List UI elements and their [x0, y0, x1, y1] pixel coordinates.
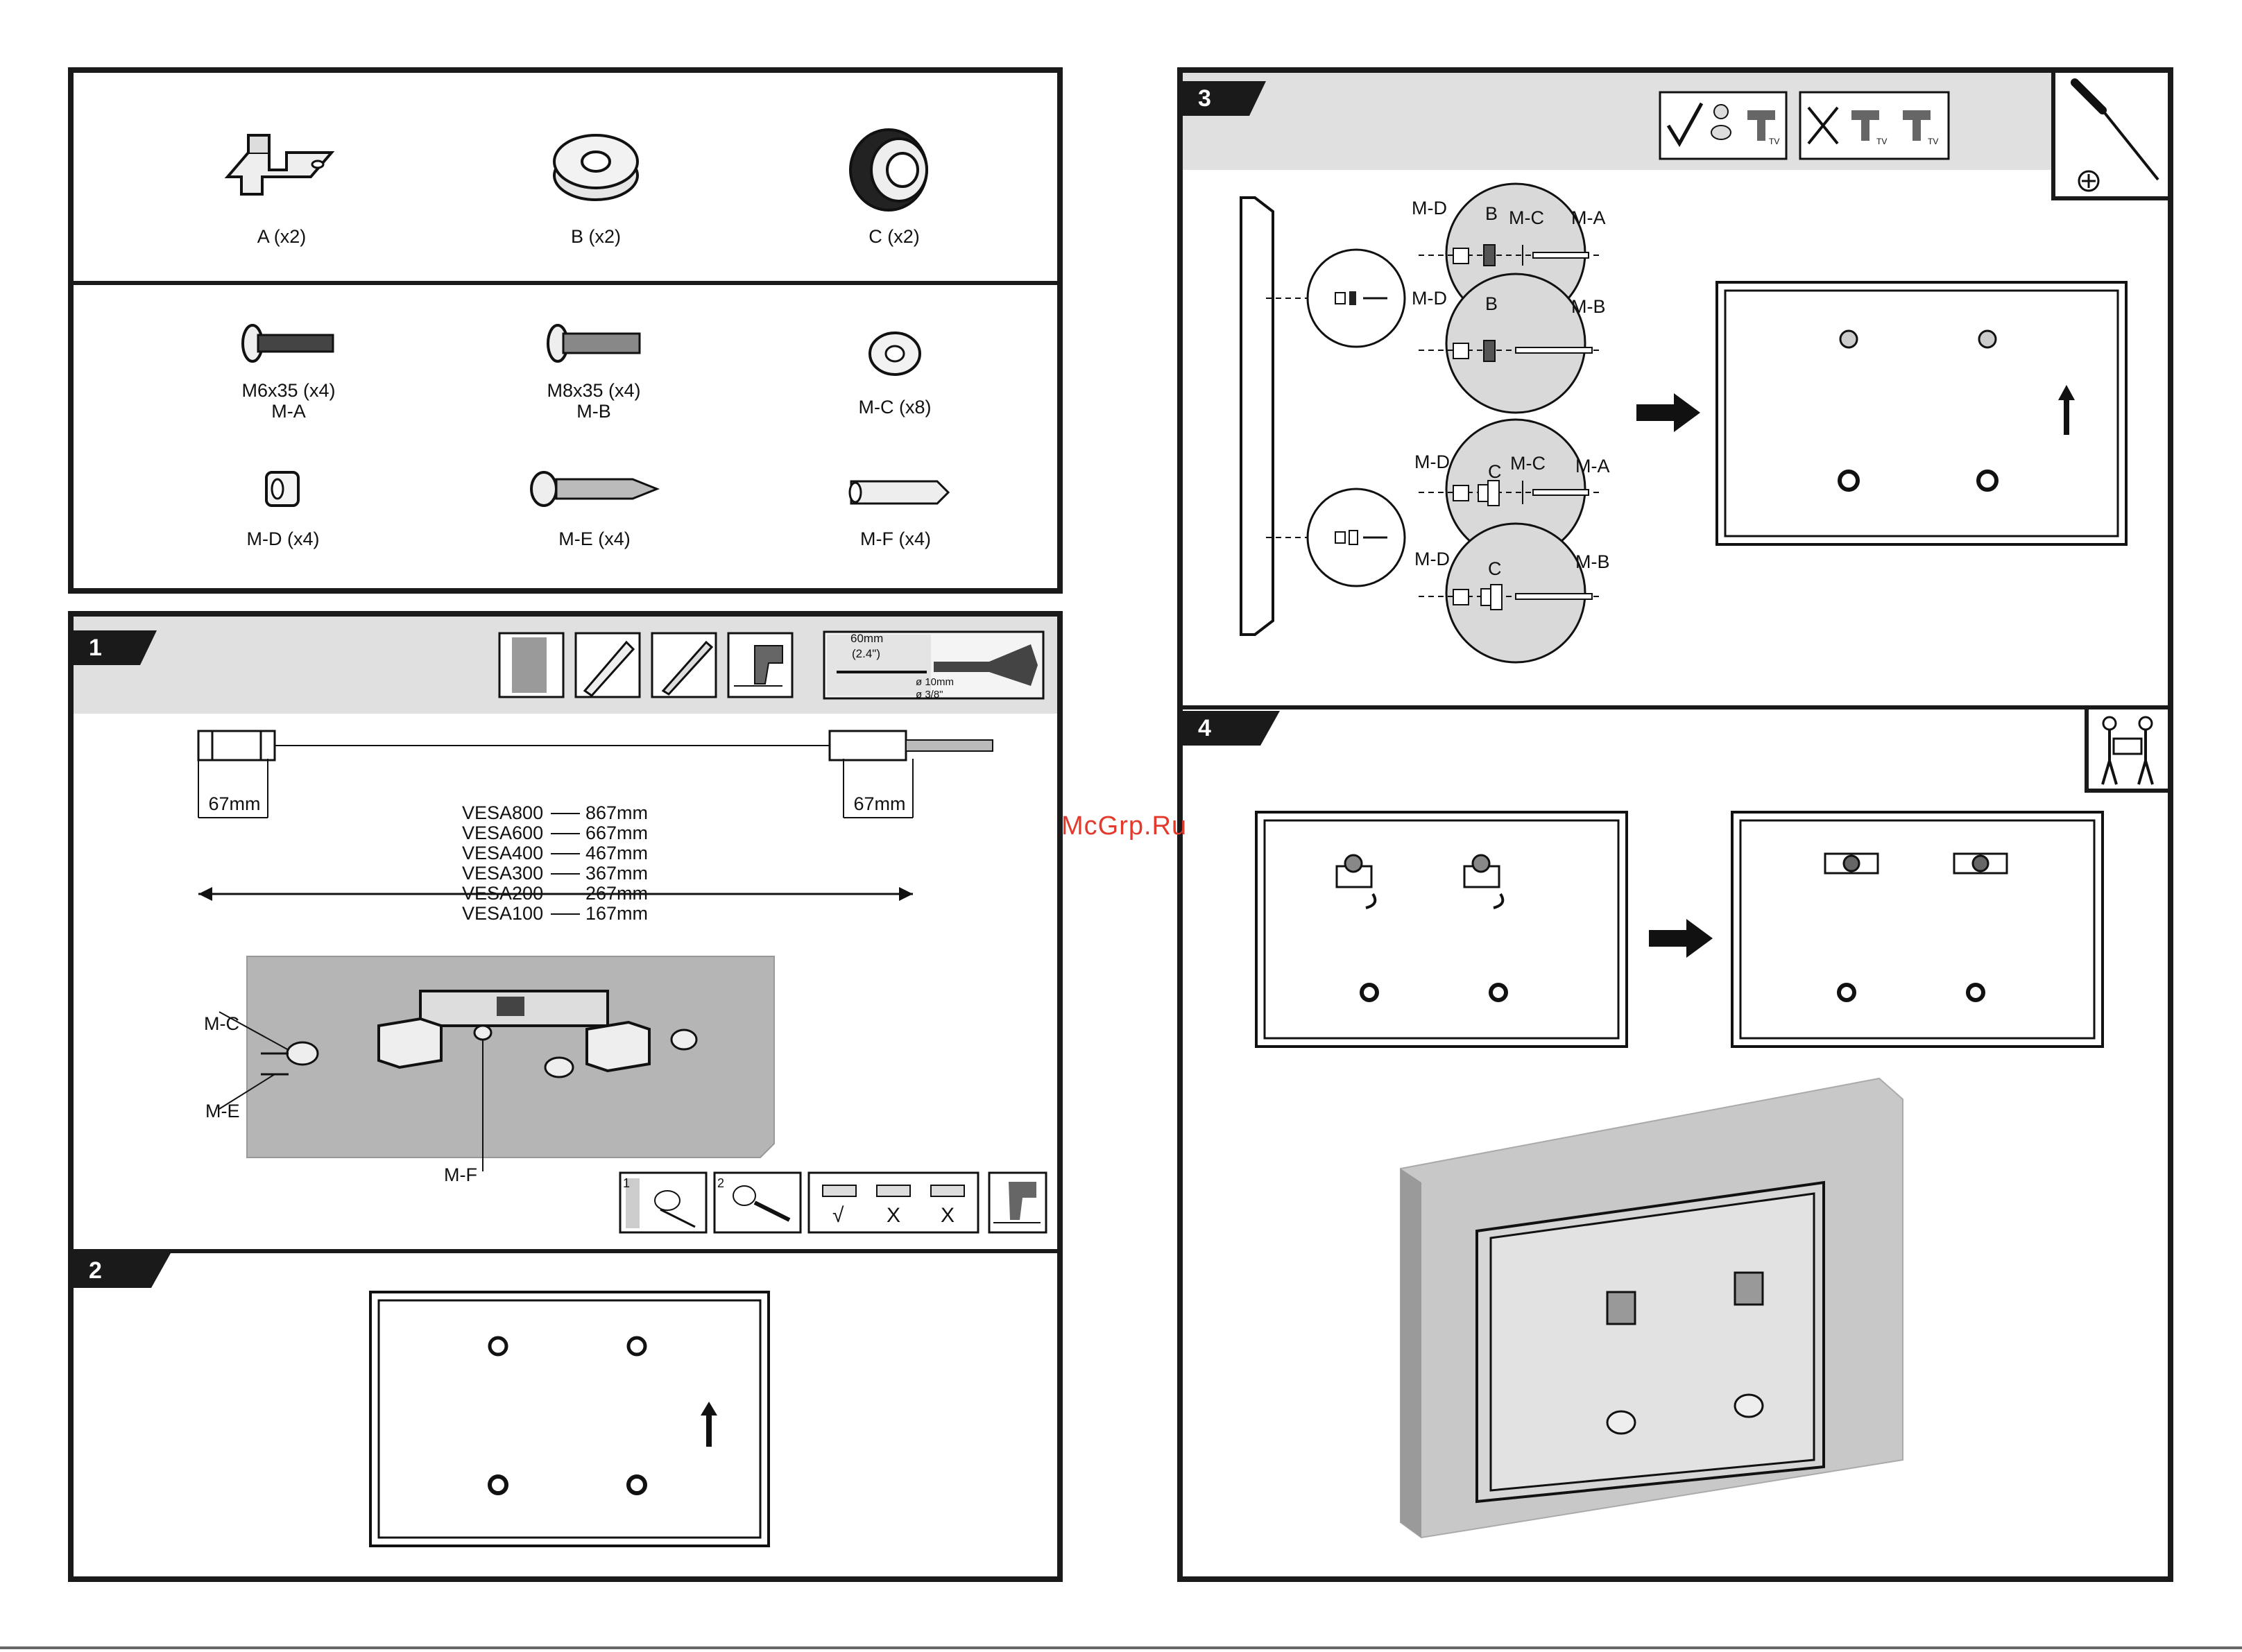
s3-bot-md2: M-D: [1414, 549, 1450, 569]
part-a-label: A (x2): [257, 226, 307, 247]
offset-right-label: 67mm: [853, 793, 906, 814]
tv-on-wall-illustration: [1400, 1077, 1903, 1539]
s3-top-b2: B: [1485, 293, 1498, 314]
screwdriver-icon: [2071, 78, 2159, 192]
step3-detail-circles: [1266, 248, 1406, 587]
hint-level-icon: [807, 1171, 979, 1234]
step3-large-circles: [1419, 182, 1599, 664]
drill-dia-in: ø 3/8": [916, 689, 943, 700]
s3-bot-md1: M-D: [1414, 451, 1450, 472]
pencil-icon: [651, 632, 717, 698]
s3-bot-mb2: M-B: [1575, 551, 1610, 572]
step4-number: 4: [1183, 711, 1280, 746]
drill-depth-in: (2.4"): [852, 647, 880, 660]
bracket-spacing-diagram: [197, 730, 993, 901]
part-b-label: B (x2): [570, 226, 621, 247]
level-tool-icon: [574, 632, 641, 698]
part-m-c-label: M-C (x8): [858, 397, 932, 418]
page-bottom-rule: [0, 1646, 2242, 1649]
offset-left-label: 67mm: [208, 793, 261, 814]
s3-top-b1: B: [1485, 203, 1498, 224]
part-m-e-label: M-E (x4): [558, 528, 631, 549]
s3-top-mc1: M-C: [1509, 207, 1544, 228]
tool-box-divider: [2051, 73, 2055, 200]
parts-divider: [74, 281, 1057, 285]
hint-num-1: 1: [623, 1176, 631, 1190]
step4-arrow-icon: [1649, 919, 1713, 958]
callout-m-c: M-C: [204, 1013, 239, 1034]
spacer-m-d-icon: [265, 471, 300, 507]
two-person-box-bottom: [2085, 789, 2168, 793]
parts-panel: A (x2) B (x2) C (x2) M6x35 (x4) M-A M8x3…: [68, 67, 1063, 594]
hint-anchor-insert-icon: [713, 1171, 802, 1234]
hint-drill-through-icon: [619, 1171, 708, 1234]
washer-m-c-icon: [868, 332, 921, 376]
part-m-f-label: M-F (x4): [860, 528, 931, 549]
part-m-b-sub: M-B: [576, 401, 611, 422]
tv-mark-3: TV: [1928, 137, 1939, 146]
part-m-a-label: M6x35 (x4): [241, 380, 336, 401]
step1-number: 1: [74, 630, 157, 665]
s3-top-md1: M-D: [1412, 198, 1447, 218]
part-c-label: C (x2): [868, 226, 920, 247]
screw-m-a-icon: [241, 324, 334, 363]
wall-icon: [498, 632, 565, 698]
tv-back-step3: [1715, 281, 2128, 546]
tv-side-view: [1240, 196, 1274, 636]
anchor-m-f-icon: [848, 480, 950, 505]
part-m-d-label: M-D (x4): [246, 528, 320, 549]
bracket-a-icon: [224, 134, 335, 196]
hint-drill-icon: [988, 1171, 1047, 1234]
s3-bot-mc1: M-C: [1510, 453, 1546, 474]
wall-block-illustration: [219, 956, 775, 1171]
tv-back-step2: [369, 1291, 770, 1547]
level-mark-bad-2: X: [941, 1204, 955, 1227]
two-person-icon: [2101, 716, 2154, 785]
step2-divider: [74, 1249, 1057, 1253]
s3-bot-ma1: M-A: [1575, 456, 1610, 476]
wood-screw-m-e-icon: [530, 471, 660, 507]
drill-icon: [727, 632, 794, 698]
tv-mark-1: TV: [1769, 137, 1780, 146]
part-m-a-sub: M-A: [271, 401, 306, 422]
hint-num-2: 2: [717, 1176, 725, 1190]
spacer-b-icon: [553, 134, 639, 201]
step3-arrow-icon: [1636, 393, 1700, 432]
drill-depth-mm: 60mm: [850, 632, 884, 645]
step4-divider: [1183, 705, 2168, 709]
callout-m-e: M-E: [205, 1101, 240, 1121]
s3-top-mb2: M-B: [1571, 296, 1606, 317]
s3-top-md2: M-D: [1412, 288, 1447, 309]
level-mark-ok: √: [832, 1204, 844, 1227]
drill-depth-icon: [823, 630, 1045, 700]
step3-4-panel: 3 TV TV TV: [1177, 67, 2173, 1582]
watermark: McGrp.Ru: [1061, 811, 1188, 841]
correct-screw-icon: [1659, 91, 1788, 160]
tv-back-step4-after: [1731, 811, 2104, 1048]
part-m-b-label: M8x35 (x4): [547, 380, 641, 401]
drill-dia-mm: ø 10mm: [916, 676, 955, 688]
wrong-screw-icon: [1799, 91, 1950, 160]
tv-mark-2: TV: [1876, 137, 1888, 146]
s3-top-ma1: M-A: [1571, 207, 1606, 228]
s3-bot-c2: C: [1488, 558, 1502, 579]
screw-m-b-icon: [547, 324, 641, 363]
step1-2-panel: 1 60mm (2.4") ø 10mm ø 3/8": [68, 611, 1063, 1582]
level-mark-bad-1: X: [887, 1204, 901, 1227]
s3-bot-c1: C: [1488, 461, 1502, 482]
tool-box-divider-bottom: [2051, 196, 2168, 200]
two-person-box: [2085, 705, 2089, 793]
step2-number: 2: [74, 1253, 171, 1288]
spacer-c-icon: [849, 128, 928, 212]
callout-m-f: M-F: [444, 1164, 477, 1185]
tv-back-step4-before: [1255, 811, 1628, 1048]
